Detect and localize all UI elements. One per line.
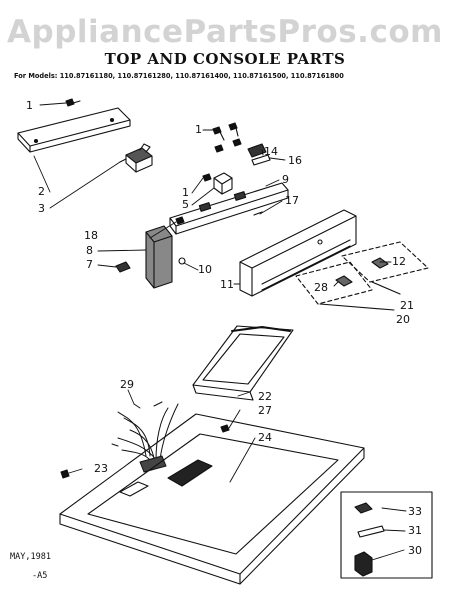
console-end-cap-part-8	[145, 225, 186, 289]
knob-part-7	[115, 261, 131, 273]
callout-1a: 1	[26, 99, 33, 112]
page-code: -A5	[32, 571, 48, 581]
wiring-harness-part-29	[111, 401, 179, 473]
callout-10: 10	[198, 263, 212, 276]
callout-33: 33	[408, 505, 422, 518]
console-panel-part-11	[239, 209, 357, 297]
callout-1b: 1	[195, 123, 202, 136]
lid-door-part-22	[192, 325, 294, 401]
callout-14: 14	[264, 145, 278, 158]
rear-panel-part	[17, 107, 131, 153]
callout-21: 21	[400, 299, 414, 312]
callout-28: 28	[314, 281, 328, 294]
callout-29: 29	[120, 378, 134, 391]
model-list: For Models: 110.87161180, 110.87161280, …	[14, 72, 344, 80]
callout-17: 17	[285, 194, 299, 207]
publication-date: MAY,1981	[10, 552, 51, 562]
screw-part-23	[60, 469, 70, 479]
callout-3: 3	[38, 202, 45, 215]
callout-16: 16	[288, 154, 302, 167]
diagram-title: TOP AND CONSOLE PARTS	[104, 50, 346, 68]
callout-12: 12	[392, 255, 406, 268]
small-parts-box	[340, 491, 433, 579]
callout-24: 24	[258, 431, 272, 444]
callout-23: 23	[94, 462, 108, 475]
callout-8: 8	[86, 244, 93, 257]
timer-switch-part	[119, 143, 153, 173]
leader-lines	[33, 102, 407, 561]
callout-22: 22	[258, 390, 272, 403]
callout-18: 18	[84, 229, 98, 242]
callout-9: 9	[282, 173, 289, 186]
callout-7: 7	[86, 258, 93, 271]
callout-20: 20	[396, 313, 410, 326]
callout-1c: 1	[182, 186, 189, 199]
callout-11: 11	[220, 278, 234, 291]
screw-part-27	[220, 424, 230, 433]
switch-part-5	[202, 172, 233, 195]
callout-2: 2	[38, 185, 45, 198]
knob-assembly-parts-12-28	[295, 241, 429, 305]
clip-part-16	[251, 154, 271, 166]
callout-30: 30	[408, 544, 422, 557]
cabinet-top-part-24	[59, 413, 365, 585]
screw-part-1a	[65, 98, 81, 107]
callout-5: 5	[182, 198, 189, 211]
watermark: AppliancePartsPros.com	[7, 14, 443, 50]
callout-31: 31	[408, 524, 422, 537]
callout-27: 27	[258, 404, 272, 417]
screw-part-18	[175, 216, 185, 225]
screw-cluster-part-1b	[212, 122, 242, 153]
bracket-part-14	[247, 143, 267, 158]
